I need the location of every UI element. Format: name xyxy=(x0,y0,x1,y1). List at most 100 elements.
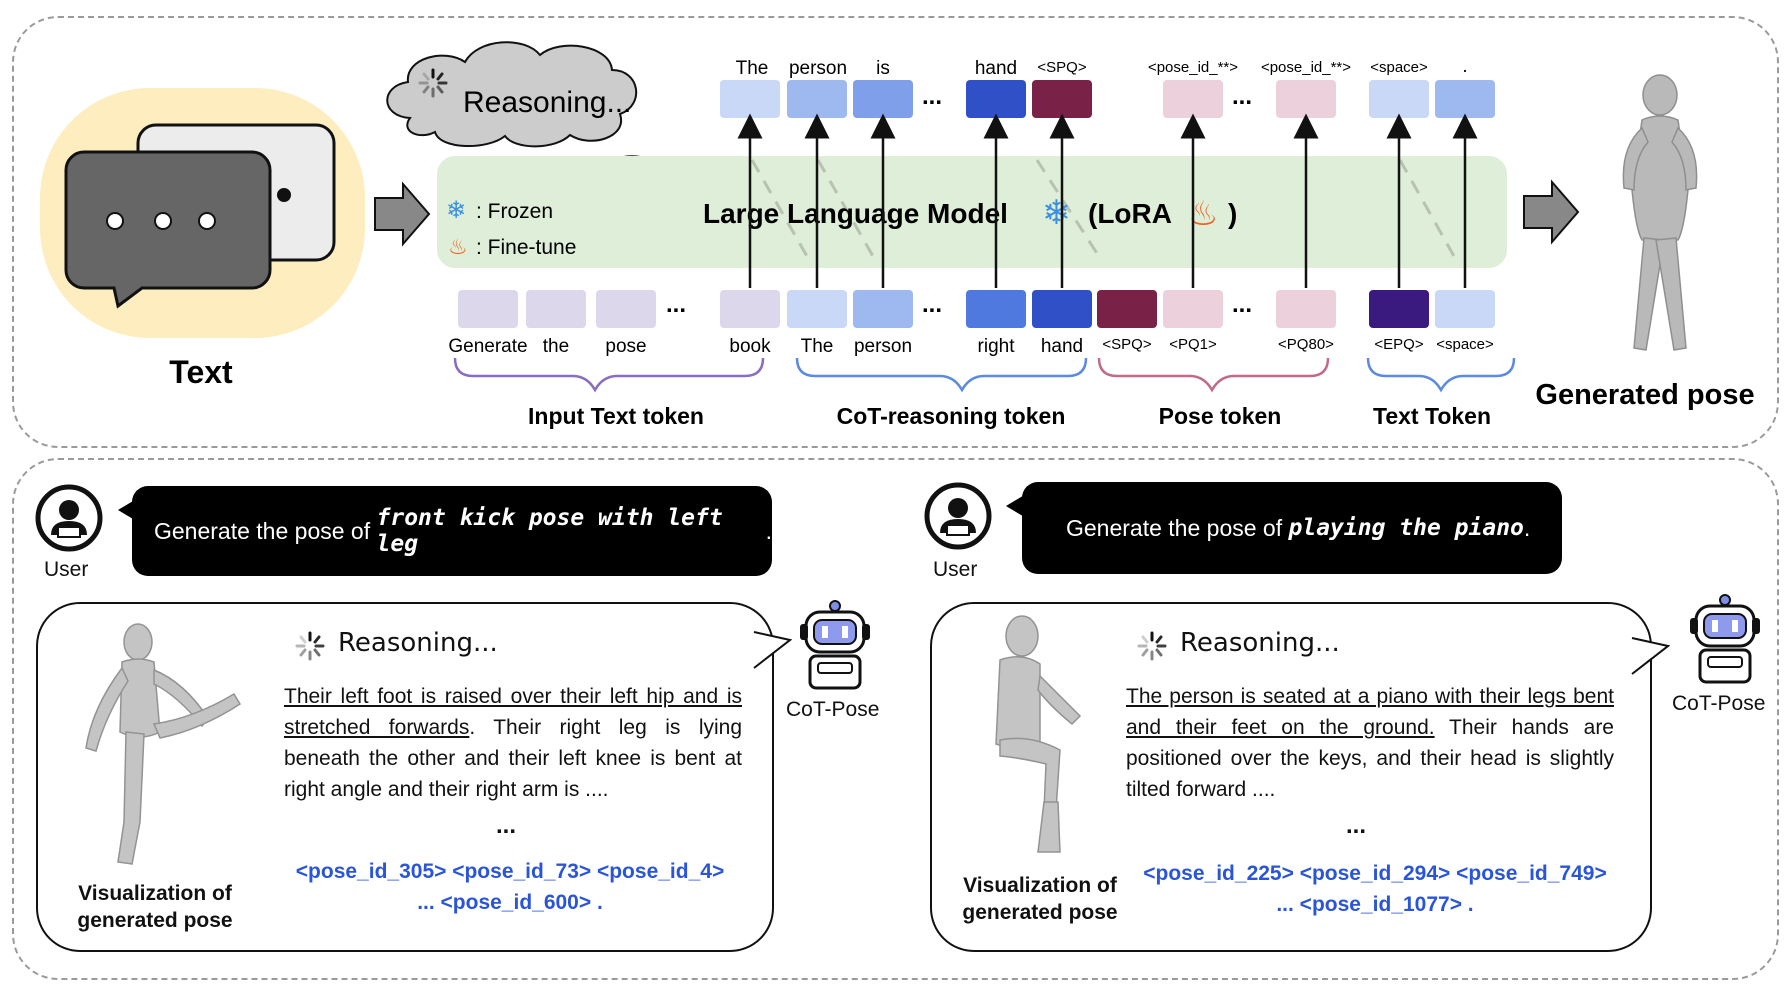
top-diagram: Reasoning... ❄ : Frozen ♨ : Fine-tune La… xyxy=(40,41,1755,429)
loading-spinner-icon xyxy=(418,68,448,98)
prompt-bubble: Generate the pose of playing the piano. xyxy=(1022,482,1562,574)
input-token-label: <SPQ> xyxy=(1102,336,1151,353)
reasoning-title: Reasoning... xyxy=(1180,628,1340,658)
output-token-label: person xyxy=(789,58,847,79)
token-box xyxy=(1163,290,1223,328)
brace-text xyxy=(1366,357,1516,393)
token-box xyxy=(853,80,913,118)
output-token-label: hand xyxy=(975,58,1017,79)
lora-close: ) xyxy=(1228,198,1237,229)
group-label: CoT-reasoning token xyxy=(837,403,1066,429)
output-token-label: is xyxy=(876,58,890,79)
token-box xyxy=(966,80,1026,118)
token-box xyxy=(1276,80,1336,118)
input-token-label: pose xyxy=(605,336,646,357)
prompt-prefix: Generate the pose of xyxy=(1066,514,1289,541)
generated-pose-figure xyxy=(1622,74,1698,351)
reasoning-underlined: Their left foot is raised over their lef… xyxy=(284,685,742,739)
output-token-label: <space> xyxy=(1370,59,1428,76)
pose-figure-kick xyxy=(85,623,242,865)
prompt-emphasis: playing the piano xyxy=(1288,515,1524,541)
input-token-label: The xyxy=(801,336,834,357)
output-token-label: The xyxy=(736,58,769,79)
input-token-label: <space> xyxy=(1436,336,1494,353)
text-label: Text xyxy=(169,354,233,390)
robot-icon xyxy=(800,600,870,690)
prompt-emphasis: front kick pose with left leg xyxy=(376,505,723,557)
token-box xyxy=(596,290,656,328)
token-box xyxy=(853,290,913,328)
output-token-label: <pose_id_**> xyxy=(1148,59,1238,76)
fire-icon: ♨ xyxy=(448,234,468,259)
input-token-label: right xyxy=(978,336,1016,357)
token-box xyxy=(720,290,780,328)
pose-figure-piano xyxy=(995,615,1082,853)
token-box xyxy=(787,80,847,118)
token-box xyxy=(1435,290,1495,328)
bot-label: CoT-Pose xyxy=(1672,692,1766,715)
input-token-label: <EPQ> xyxy=(1374,336,1423,353)
pose-ids-line1: <pose_id_225> <pose_id_294> <pose_id_749… xyxy=(1143,862,1607,885)
answer-bubble xyxy=(36,602,774,952)
robot-icon xyxy=(1690,594,1760,684)
reasoning-rest: . Their right leg is lying beneath the o… xyxy=(284,716,743,801)
generated-pose-label: Generated pose xyxy=(1535,379,1754,411)
chat-bubble-front-icon xyxy=(64,150,272,309)
reasoning-ellipsis: ... xyxy=(1346,812,1367,839)
reasoning-cloud xyxy=(386,41,638,148)
user-avatar-icon xyxy=(35,484,103,552)
input-token-label: book xyxy=(729,336,771,357)
pose-ids-line1: <pose_id_305> <pose_id_73> <pose_id_4> xyxy=(295,860,725,883)
user-label: User xyxy=(933,558,978,581)
input-arrow-icon xyxy=(374,181,431,247)
token-box xyxy=(526,290,586,328)
loading-spinner-icon xyxy=(1137,631,1167,661)
group-label: Pose token xyxy=(1159,403,1282,429)
input-token-label: person xyxy=(854,336,912,357)
visualization-label: Visualization of generated pose xyxy=(77,882,233,932)
user-avatar-icon xyxy=(924,482,992,550)
reasoning-rest: Their hands are positioned over the keys… xyxy=(1126,716,1614,801)
llm-snowflake-icon: ❄ xyxy=(1042,194,1071,232)
token-box xyxy=(1369,290,1429,328)
pose-ids-line2: ... <pose_id_600> . xyxy=(417,891,603,914)
token-box xyxy=(1032,80,1092,118)
reasoning-text: Their left foot is raised over their lef… xyxy=(284,681,742,805)
visualization-label: Visualization of generated pose xyxy=(962,874,1118,924)
pose-ids-line2: ... <pose_id_1077> . xyxy=(1276,893,1474,916)
input-token-label: hand xyxy=(1041,336,1083,357)
output-token-label: . xyxy=(1462,56,1467,77)
bot-label: CoT-Pose xyxy=(786,698,880,721)
legend-frozen: : Frozen xyxy=(476,200,553,223)
llm-title: Large Language Model xyxy=(703,198,1008,229)
reasoning-text: The person is seated at a piano with the… xyxy=(1126,681,1614,805)
bottom-panel xyxy=(12,458,1779,980)
token-box xyxy=(1276,290,1336,328)
input-token-label: the xyxy=(543,336,569,357)
llm-box xyxy=(437,156,1507,268)
output-ellipsis: ... xyxy=(922,83,942,110)
loading-spinner-icon xyxy=(295,631,325,661)
prompt-bubble: Generate the pose of front kick pose wit… xyxy=(132,486,772,576)
lora-label: (LoRA xyxy=(1088,198,1172,229)
prompt-end: . xyxy=(765,517,772,544)
pose-ids: <pose_id_305> <pose_id_73> <pose_id_4> .… xyxy=(270,856,750,918)
input-ellipsis: ... xyxy=(922,291,942,318)
token-box xyxy=(720,80,780,118)
user-label: User xyxy=(44,558,89,581)
snowflake-icon: ❄ xyxy=(446,197,466,224)
brace-pose xyxy=(1097,357,1330,393)
brace-cot xyxy=(795,357,1088,393)
token-box xyxy=(1435,80,1495,118)
token-box xyxy=(458,290,518,328)
token-box xyxy=(966,290,1026,328)
prompt-prefix: Generate the pose of xyxy=(154,517,377,544)
cloud-reasoning-text: Reasoning... xyxy=(463,86,631,119)
reasoning-ellipsis: ... xyxy=(496,812,517,839)
group-label: Text Token xyxy=(1373,403,1491,429)
token-box xyxy=(787,290,847,328)
output-token-label: <pose_id_**> xyxy=(1261,59,1351,76)
token-box xyxy=(1097,290,1157,328)
output-ellipsis: ... xyxy=(1232,83,1252,110)
input-ellipsis: ... xyxy=(1232,291,1252,318)
